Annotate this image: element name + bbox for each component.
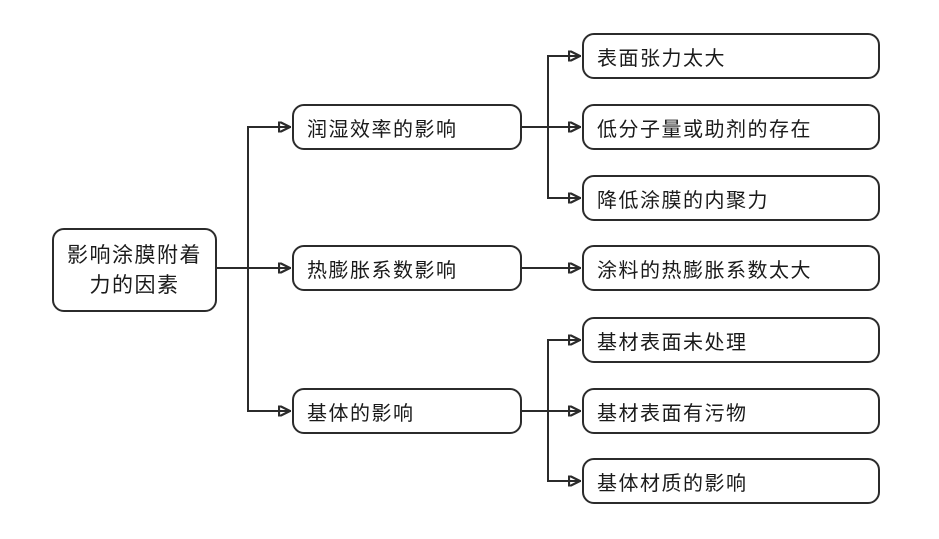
root-node-label-line1: 影响涂膜附着	[67, 243, 202, 267]
branch-node-wetting-efficiency: 润湿效率的影响	[292, 104, 522, 150]
branch-node-thermal-expansion: 热膨胀系数影响	[292, 245, 522, 291]
leaf-node-surface-untreated: 基材表面未处理	[582, 317, 880, 363]
leaf-node-coating-thermal-coefficient: 涂料的热膨胀系数太大	[582, 245, 880, 291]
root-node-adhesion-factors: 影响涂膜附着 力的因素	[52, 228, 217, 312]
root-node-label-line2: 力的因素	[89, 273, 180, 297]
leaf-node-low-molecular-additives: 低分子量或助剂的存在	[582, 104, 880, 150]
leaf-node-substrate-material: 基体材质的影响	[582, 458, 880, 504]
leaf-node-reduced-cohesion: 降低涂膜的内聚力	[582, 175, 880, 221]
leaf-node-surface-tension: 表面张力太大	[582, 33, 880, 79]
leaf-node-surface-contaminants: 基材表面有污物	[582, 388, 880, 434]
branch-node-substrate: 基体的影响	[292, 388, 522, 434]
